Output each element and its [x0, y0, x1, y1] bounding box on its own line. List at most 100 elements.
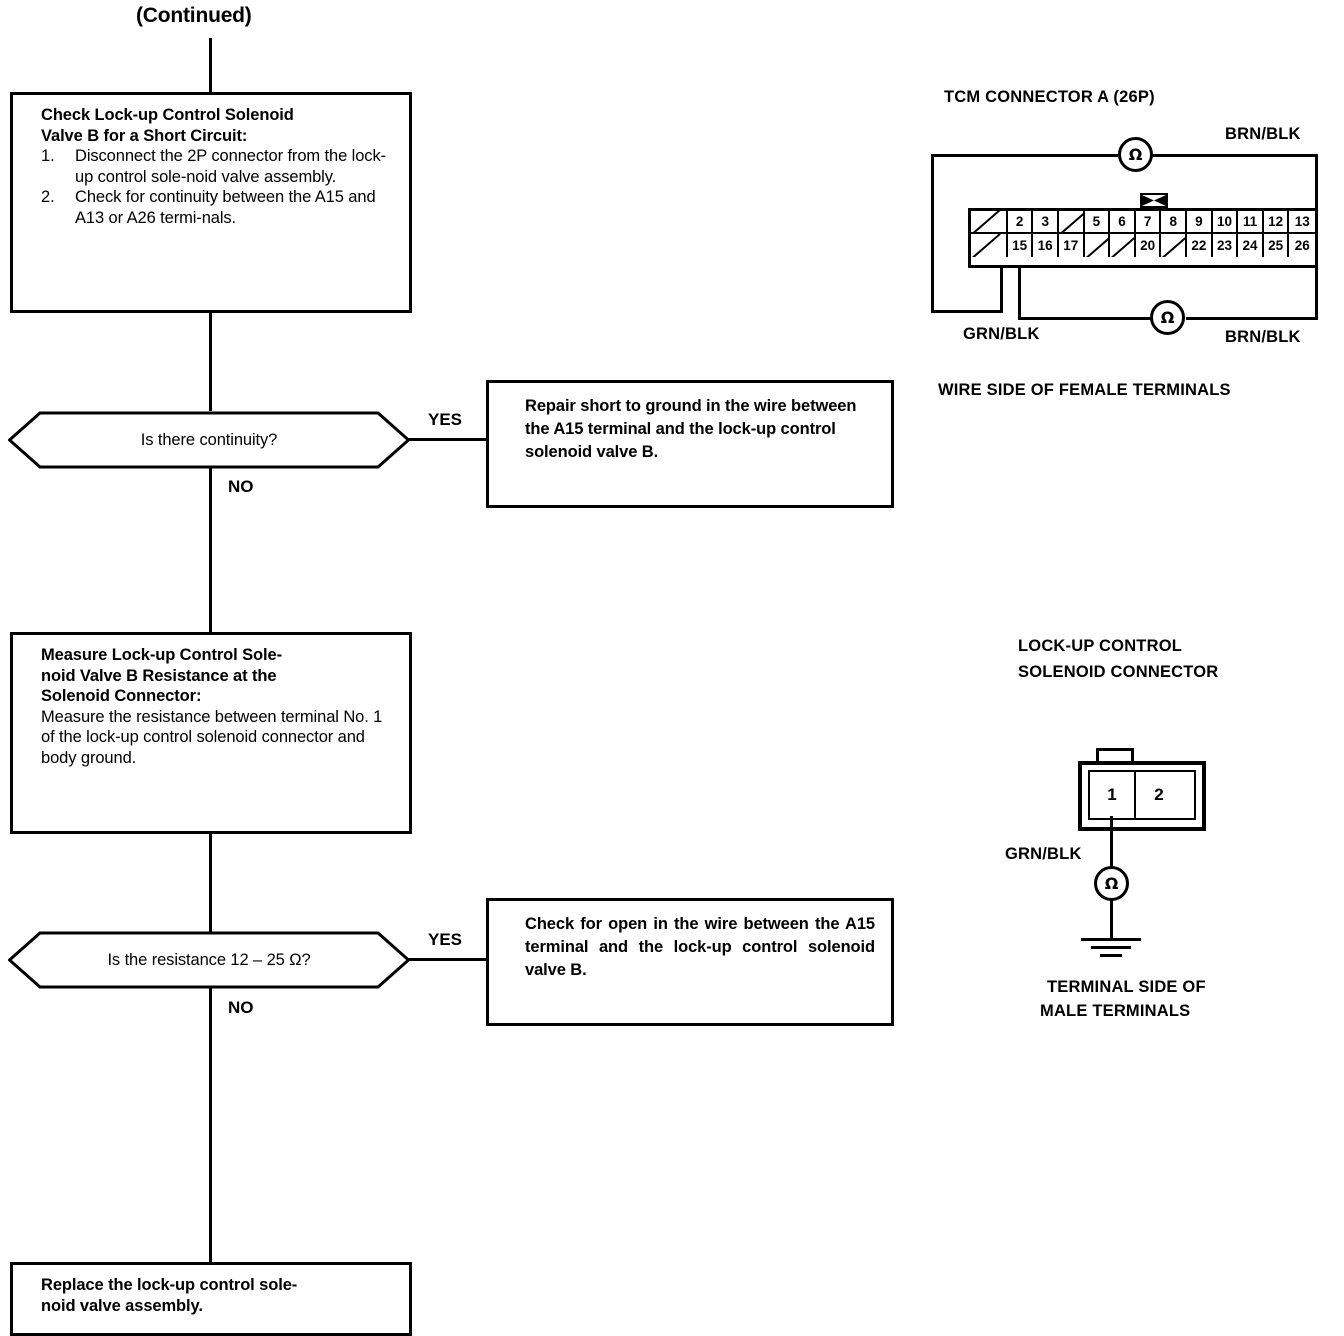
list-item-text: Check for continuity between the A15 and…: [75, 188, 376, 227]
solenoid-terminal-grid: 1 2: [1088, 770, 1196, 820]
tcm-terminal-cell: 3: [1033, 211, 1059, 234]
tcm-terminal-cell: 12: [1263, 211, 1290, 234]
solenoid-connector-title-line1: LOCK-UP CONTROL: [1018, 637, 1183, 655]
list-item: 1. Disconnect the 2P connector from the …: [41, 146, 395, 187]
ground-symbol-bar-1: [1081, 938, 1141, 941]
final-box-replace-solenoid-assembly: Replace the lock-up control sole- noid v…: [10, 1262, 412, 1336]
continued-header: (Continued): [136, 4, 252, 27]
tcm-terminal-row-top: 2 3 5 6 7 8 9 10 11 12 13: [971, 211, 1315, 234]
tcm-terminal-cell: 5: [1084, 211, 1111, 234]
ohmmeter-icon-solenoid: Ω: [1094, 866, 1129, 901]
tcm-terminal-cell: 9: [1187, 211, 1213, 234]
tcm-wire-bottom-left-segment: [1018, 317, 1152, 320]
solenoid-connector-title-line2: SOLENOID CONNECTOR: [1018, 663, 1219, 681]
tcm-terminal-cell: 7: [1135, 211, 1162, 234]
tcm-wire-terminal15-left-drop: [1000, 268, 1003, 313]
solenoid-terminal-cell: 1: [1090, 772, 1136, 818]
step1-title-line2: Valve B for a Short Circuit:: [41, 126, 248, 145]
tcm-wire-top-right-segment: [1152, 154, 1318, 157]
flow-line-decision2-yes: [408, 958, 486, 961]
decision-is-resistance-in-range: Is the resistance 12 – 25 Ω?: [8, 930, 410, 990]
tcm-terminal-cell: [1110, 234, 1136, 257]
branch-label-no-2: NO: [228, 998, 254, 1017]
flow-line-decision1-no: [209, 468, 212, 632]
list-item-number: 2.: [41, 188, 55, 206]
tcm-terminal-cell: 23: [1212, 234, 1239, 257]
tcm-terminal-cell: 15: [1007, 234, 1034, 257]
flow-line-decision2-no: [209, 988, 212, 1263]
step2-title-line1: Measure Lock-up Control Sole-: [41, 646, 282, 664]
tcm-terminal-cell: 8: [1161, 211, 1188, 234]
tcm-wire-terminal15-right-drop: [1018, 268, 1021, 319]
final-text-line2: noid valve assembly.: [41, 1296, 203, 1315]
tcm-terminal-cell: 13: [1289, 211, 1315, 234]
solenoid-terminal-cell: 2: [1154, 785, 1164, 804]
tcm-terminal-row-bottom: 15 16 17 20 22 23 24 25 26: [971, 234, 1315, 257]
latch-cross-glyph: [1142, 195, 1166, 206]
tcm-terminal-cell: [1161, 234, 1188, 257]
solenoid-wire-terminal1: [1110, 816, 1113, 867]
tcm-wire-left-riser: [931, 154, 934, 313]
branch-label-yes-2: YES: [428, 930, 463, 949]
connector-latch-icon: [1140, 193, 1168, 208]
ground-symbol-bar-3: [1100, 954, 1122, 957]
tcm-terminal-cell: [1059, 211, 1085, 234]
step2-body-text: Measure the resistance between terminal …: [41, 707, 383, 767]
tcm-terminal-cell: 16: [1033, 234, 1059, 257]
tcm-wire-right-upper-drop: [1315, 154, 1318, 216]
decision-question-text: Is there continuity?: [140, 430, 278, 449]
tcm-connector-caption: WIRE SIDE OF FEMALE TERMINALS: [938, 381, 1231, 399]
step2-title-line3: Solenoid Connector:: [41, 687, 202, 705]
tcm-terminal-cell: 2: [1007, 211, 1034, 234]
tcm-terminal-cell: 17: [1059, 234, 1085, 257]
step1-title-line1: Check Lock-up Control Solenoid: [41, 106, 294, 124]
wire-label-grn-blk-solenoid: GRN/BLK: [1005, 845, 1082, 863]
tcm-terminal-cell: 25: [1263, 234, 1290, 257]
solenoid-wire-to-ground: [1110, 900, 1113, 939]
step1-instruction-list: 1. Disconnect the 2P connector from the …: [41, 146, 395, 228]
solenoid-connector-caption-line2: MALE TERMINALS: [1040, 1002, 1191, 1020]
tcm-wire-left-bottom-jog: [931, 310, 1003, 313]
ground-symbol-bar-2: [1091, 946, 1131, 949]
result-box-check-for-open: Check for open in the wire between the A…: [486, 898, 894, 1026]
branch-label-yes-1: YES: [428, 410, 463, 429]
tcm-terminal-cell: 24: [1238, 234, 1264, 257]
final-text-line1: Replace the lock-up control sole-: [41, 1276, 298, 1294]
flow-line-step2-to-decision2: [209, 834, 212, 932]
tcm-terminal-cell: 10: [1212, 211, 1239, 234]
result-box-repair-short-to-ground: Repair short to ground in the wire betwe…: [486, 380, 894, 508]
tcm-terminal-cell: [1084, 234, 1111, 257]
list-item-number: 1.: [41, 147, 55, 165]
decision-is-there-continuity: Is there continuity?: [8, 410, 410, 470]
tcm-terminal-cell: 11: [1238, 211, 1264, 234]
result1-text: Repair short to ground in the wire betwe…: [525, 397, 857, 461]
wire-label-brn-blk-top: BRN/BLK: [1225, 125, 1301, 143]
solenoid-connector-caption-line1: TERMINAL SIDE OF: [1047, 978, 1206, 996]
result2-text: Check for open in the wire between the A…: [525, 915, 875, 979]
tcm-terminal-cell: 22: [1187, 234, 1213, 257]
step2-title-line2: noid Valve B Resistance at the: [41, 666, 277, 685]
flow-line-decision1-yes: [408, 438, 486, 441]
tcm-connector-title: TCM CONNECTOR A (26P): [944, 88, 1155, 106]
tcm-wire-right-lower-drop: [1315, 268, 1318, 320]
decision-question-text: Is the resistance 12 – 25 Ω?: [107, 950, 311, 969]
ohmmeter-icon-bottom: Ω: [1150, 300, 1185, 335]
step-box-measure-resistance: Measure Lock-up Control Sole- noid Valve…: [10, 632, 412, 834]
wire-label-grn-blk-tcm: GRN/BLK: [963, 325, 1040, 343]
tcm-wire-top-left-segment: [931, 154, 1118, 157]
tcm-terminal-grid: 2 3 5 6 7 8 9 10 11 12 13 15 16 17 20 22…: [968, 208, 1318, 268]
solenoid-connector-tab: [1096, 748, 1134, 762]
list-item: 2. Check for continuity between the A15 …: [41, 187, 395, 228]
wire-label-brn-blk-bottom: BRN/BLK: [1225, 328, 1301, 346]
tcm-terminal-cell: 6: [1110, 211, 1136, 234]
flow-line-step1-to-decision1: [209, 313, 212, 411]
branch-label-no-1: NO: [228, 477, 254, 496]
step-box-check-short-circuit: Check Lock-up Control Solenoid Valve B f…: [10, 92, 412, 313]
tcm-terminal-cell: 20: [1135, 234, 1162, 257]
tcm-terminal-cell: [971, 211, 1008, 234]
list-item-text: Disconnect the 2P connector from the loc…: [75, 147, 386, 186]
tcm-terminal-cell: [971, 234, 1008, 257]
flow-line-header-to-step1: [209, 38, 212, 92]
ohmmeter-icon-top: Ω: [1118, 137, 1153, 172]
